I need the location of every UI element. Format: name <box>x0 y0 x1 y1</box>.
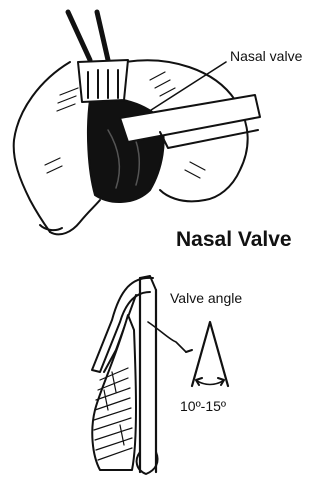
valve-angle-label: Valve angle <box>170 290 242 306</box>
valve-angle-callout <box>148 322 192 352</box>
speculum-blade <box>120 95 260 148</box>
angle-range-label: 10º-15º <box>180 398 226 414</box>
figure-heading: Nasal Valve <box>176 228 292 252</box>
angle-diagram <box>192 322 228 386</box>
nasal-valve-label: Nasal valve <box>230 48 302 64</box>
septum-section <box>137 276 158 474</box>
